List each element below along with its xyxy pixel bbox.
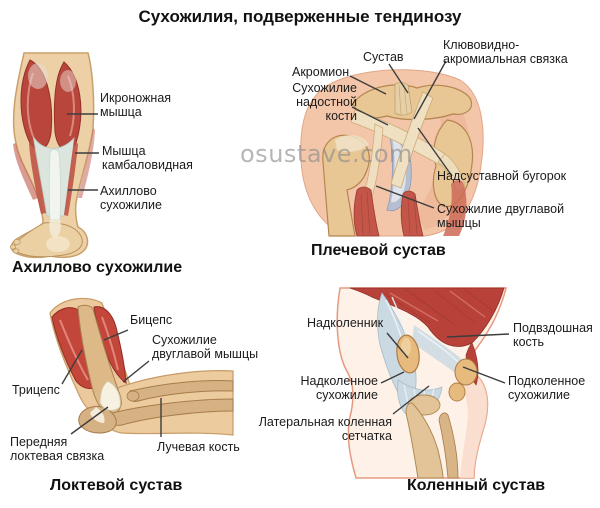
page-title: Сухожилия, подверженные тендинозу xyxy=(138,7,462,26)
label-popliteal-tendon: Подколенное сухожилие xyxy=(508,374,586,402)
leader-line xyxy=(122,360,150,383)
label-iliac-bone: Подвздошная кость xyxy=(513,321,593,349)
calf-art xyxy=(9,52,95,259)
leader-line xyxy=(392,385,430,415)
caption-achilles: Ахиллово сухожилие xyxy=(12,259,183,276)
caption-knee: Коленный сустав xyxy=(407,477,546,494)
elbow-art xyxy=(49,297,234,436)
label-biceps: Бицепс xyxy=(130,313,173,327)
label-joint: Сустав xyxy=(363,50,404,64)
label-supraglenoid-tubercle: Надсуставной бугорок xyxy=(437,169,567,183)
shoulder-illustration xyxy=(300,69,484,237)
label-lateral-retinaculum: Латеральная коленная сетчатка xyxy=(258,415,392,443)
leader-line xyxy=(388,63,409,94)
achilles-illustration xyxy=(9,52,95,259)
leader-line xyxy=(70,406,109,435)
leader-line xyxy=(386,332,409,359)
label-shoulder-biceps-tendon: Сухожилие двуглавой мышцы xyxy=(437,202,565,230)
leader-line xyxy=(61,349,83,385)
label-soleus: Мышца камбаловидная xyxy=(102,144,193,172)
label-gastrocnemius: Икроножная мышца xyxy=(100,91,172,119)
leader-line-group xyxy=(61,60,510,437)
leader-line xyxy=(413,60,447,120)
label-acromion: Акромион xyxy=(292,65,350,79)
label-supraspinatus-tendon: Сухожилие надостной кости xyxy=(292,81,357,123)
leader-line xyxy=(462,366,506,384)
leader-line xyxy=(351,106,389,126)
leader-line xyxy=(375,185,435,209)
leader-line xyxy=(446,333,510,338)
label-patella: Надколенник xyxy=(307,316,384,330)
caption-shoulder: Плечевой сустав xyxy=(311,242,446,259)
label-achilles-tendon: Ахиллово сухожилие xyxy=(100,184,162,212)
shoulder-art xyxy=(300,69,484,237)
caption-elbow: Локтевой сустав xyxy=(50,477,183,494)
leader-line xyxy=(380,371,405,384)
label-radius-bone: Лучевая кость xyxy=(157,440,240,454)
label-coracoacromial: Клювовидно- акромиальная связка xyxy=(443,38,568,66)
watermark: osustave.com xyxy=(240,140,413,168)
leader-line xyxy=(103,329,129,341)
leader-line xyxy=(349,75,387,95)
leader-line xyxy=(417,127,453,177)
label-patellar-tendon: Надколенное сухожилие xyxy=(300,374,378,402)
label-anterior-ligament: Передняя локтевая связка xyxy=(10,435,105,463)
label-triceps: Трицепс xyxy=(12,383,60,397)
label-elbow-biceps-tendon: Сухожилие двуглавой мышцы xyxy=(152,333,259,361)
elbow-illustration xyxy=(49,297,234,436)
